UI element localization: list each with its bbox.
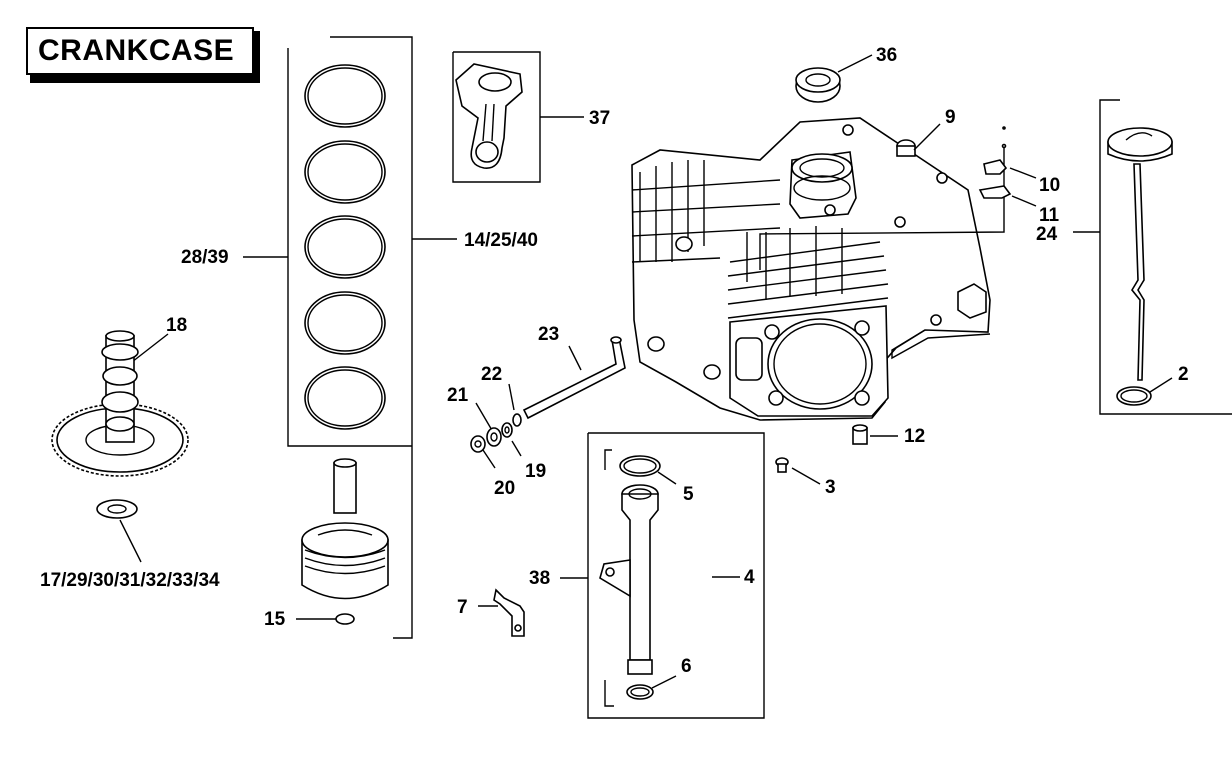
callout-5: 5: [683, 484, 694, 505]
callout-22: 22: [481, 364, 502, 385]
callout-11: 11: [1039, 205, 1060, 226]
callout-12: 12: [904, 426, 925, 447]
bracket-7: [478, 588, 525, 637]
callout-24: 24: [1036, 224, 1058, 245]
callout-36: 36: [876, 45, 897, 66]
governor-washer-21: [486, 427, 502, 447]
oil-fill-boss: [647, 236, 721, 380]
crankcase-fins: [631, 160, 781, 263]
leader-22: [508, 383, 515, 411]
crankcase-body: [631, 117, 1005, 421]
governor-washer-20: [470, 435, 486, 453]
callout-7: 7: [457, 597, 468, 618]
wrist-pin: [333, 458, 357, 514]
callout-38: 38: [529, 568, 550, 589]
connecting-rod: [455, 63, 523, 169]
piston-ring-3: [304, 215, 386, 279]
callout-15: 15: [264, 609, 286, 630]
diagram-title: CRANKCASE: [38, 34, 235, 67]
callout-3: 3: [825, 477, 836, 498]
clip-11: [978, 185, 1037, 207]
oil-fill-o-ring-5: [619, 455, 677, 485]
piston-ring-4: [304, 291, 386, 355]
cylinder-fins: [727, 226, 889, 319]
callout-14-25-40: 14/25/40: [464, 230, 538, 251]
ring-group-bracket-right: [330, 36, 413, 639]
callout-17-29-30-31-32-33-34: 17/29/30/31/32/33/34: [40, 570, 220, 591]
callout-21: 21: [447, 385, 469, 406]
leader-19: [511, 440, 522, 457]
governor-shaft: [522, 336, 626, 420]
dipstick-o-ring: [1116, 377, 1173, 406]
leader-9: [913, 123, 941, 151]
callout-19: 19: [525, 461, 546, 482]
oil-fill-inner-bracket-bottom: [604, 680, 614, 707]
clip-10: [983, 126, 1037, 179]
oil-fill-o-ring-6: [626, 675, 677, 700]
connecting-rod-box: [452, 51, 541, 183]
leader-21: [475, 402, 494, 433]
oil-fill-tube: [599, 484, 659, 675]
callout-28-39: 28/39: [181, 247, 229, 268]
ring-group-bracket-left: [287, 48, 412, 447]
piston-ring-1: [304, 64, 386, 128]
title-shadow-right: [254, 31, 260, 83]
piston: [301, 522, 389, 600]
callout-37: 37: [589, 108, 610, 129]
screw-3: [775, 457, 821, 485]
piston-ring-group: [243, 36, 457, 639]
callout-9: 9: [945, 107, 956, 128]
governor-washer-22: [512, 413, 522, 427]
dowel-9: [896, 139, 916, 157]
bearing-boss: [789, 151, 857, 219]
governor-pin-19: [501, 422, 513, 438]
dipstick-box: [1099, 99, 1232, 415]
leader-23: [568, 345, 582, 371]
camshaft-group: [51, 330, 189, 563]
callout-10: 10: [1039, 175, 1060, 196]
title-box: [26, 27, 254, 75]
callout-23: 23: [538, 324, 559, 345]
piston-pin-retainer: [296, 613, 355, 625]
title-shadow-bottom: [30, 75, 260, 83]
piston-ring-5: [304, 366, 386, 430]
cylinder-bore: [729, 305, 889, 417]
breather-cover: [891, 283, 991, 360]
oil-seal: [795, 54, 873, 103]
callout-2: 2: [1178, 364, 1189, 385]
callout-18: 18: [166, 315, 187, 336]
callout-labels: 36 37 9 10 11 24 2 28/39 14/25/40 18 23 …: [40, 45, 1189, 677]
dipstick: [1107, 127, 1173, 381]
oil-fill-inner-bracket-top: [604, 449, 612, 470]
piston-ring-2: [304, 140, 386, 204]
connecting-rod-group: [452, 51, 584, 183]
governor-group: [470, 336, 626, 469]
oil-fill-tube-group: [560, 432, 765, 719]
callout-6: 6: [681, 656, 692, 677]
camshaft-shim: [96, 499, 142, 563]
plug-12: [852, 424, 898, 445]
callout-4: 4: [744, 567, 755, 588]
leader-18: [131, 333, 169, 363]
callout-20: 20: [494, 478, 515, 499]
leader-20: [480, 446, 496, 469]
flange-bolts: [824, 124, 948, 326]
camshaft: [101, 330, 139, 443]
oil-fill-tube-box: [587, 432, 765, 719]
dipstick-group: [1073, 99, 1232, 415]
